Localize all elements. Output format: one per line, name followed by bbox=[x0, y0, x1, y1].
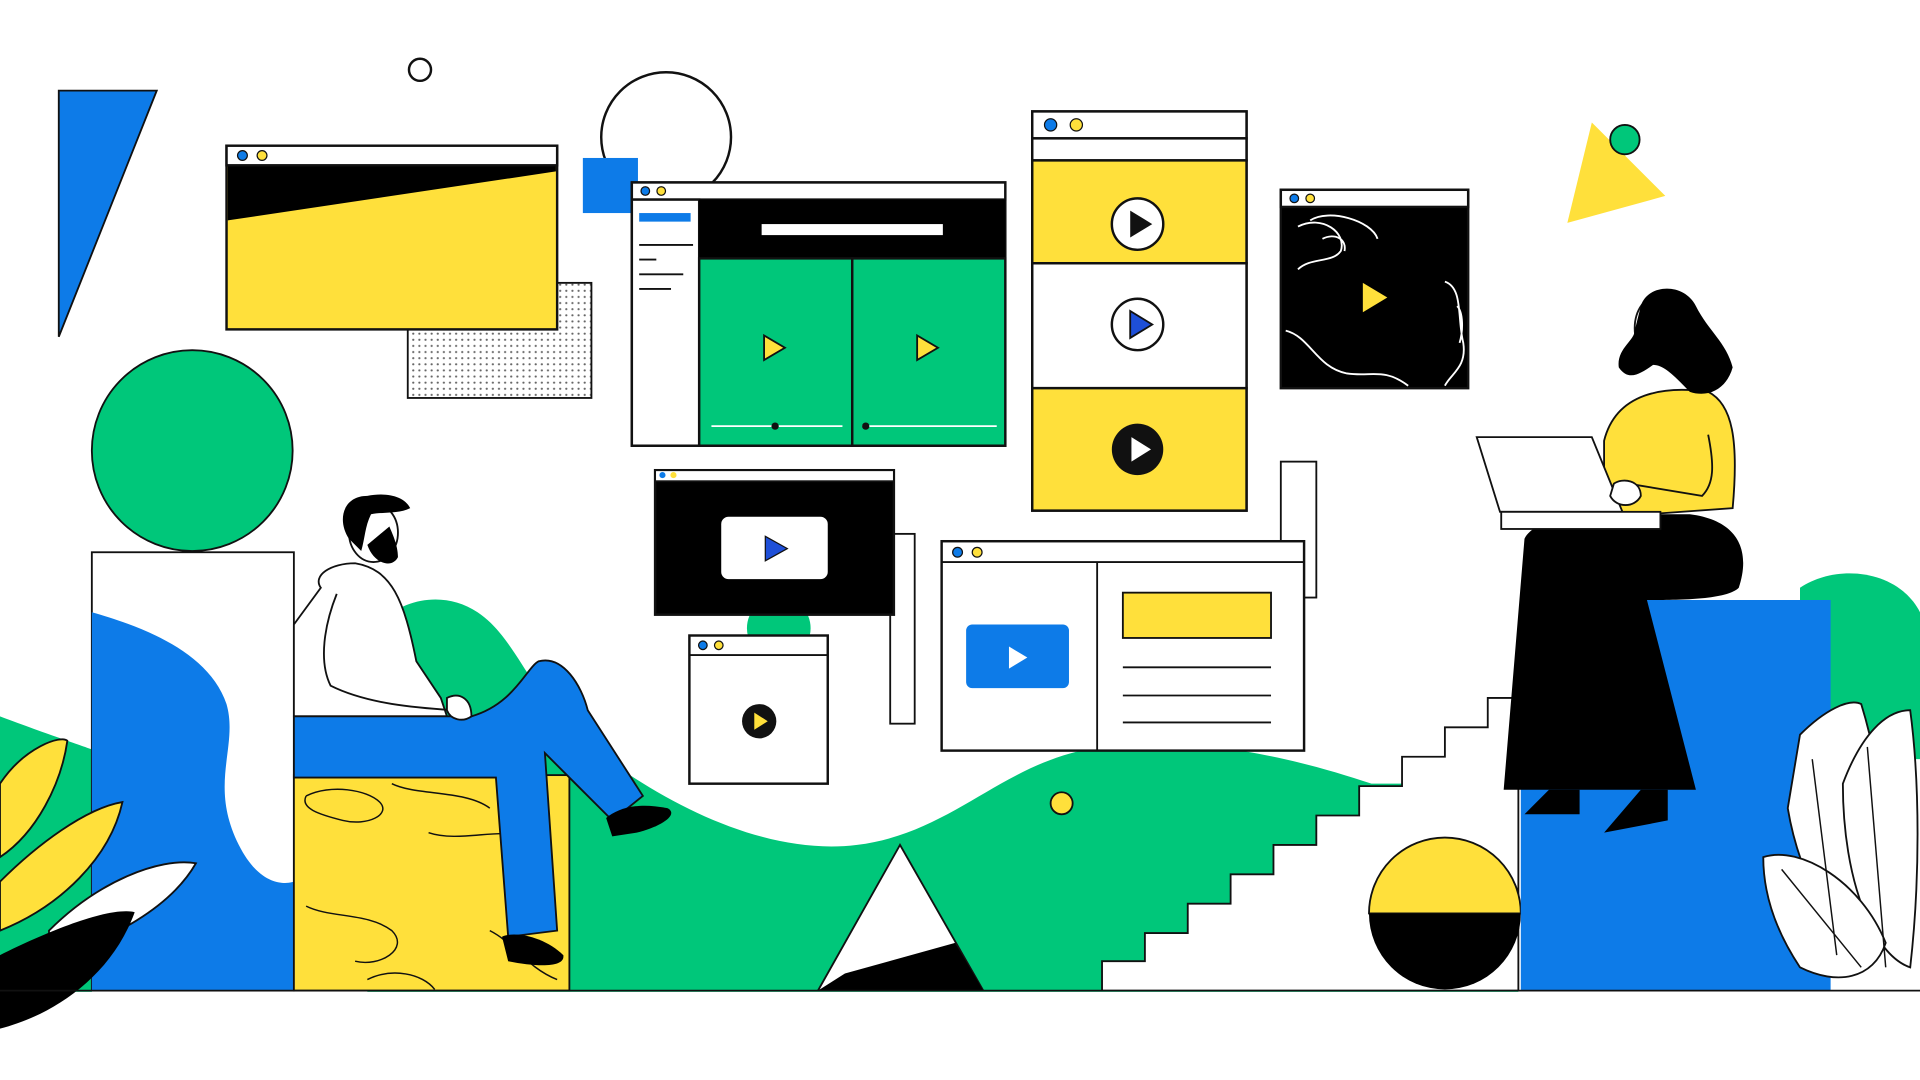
sidebar-bar-blue bbox=[639, 213, 691, 222]
play-button[interactable] bbox=[1110, 197, 1165, 252]
window-dot-icon bbox=[1043, 118, 1058, 132]
blue-triangle-shape bbox=[57, 89, 159, 338]
window-dot-icon bbox=[971, 546, 983, 558]
window-dot-icon bbox=[659, 472, 666, 479]
window-dot-icon bbox=[640, 186, 651, 196]
window-dot-icon bbox=[236, 150, 248, 162]
laptop-icon bbox=[1475, 436, 1662, 530]
leaf-icon bbox=[0, 738, 198, 1029]
play-button[interactable] bbox=[742, 704, 777, 739]
green-circle-shape bbox=[90, 349, 294, 552]
yellow-banner bbox=[1121, 591, 1272, 639]
play-icon bbox=[1129, 309, 1155, 340]
man-hand bbox=[446, 694, 473, 721]
window-dot-icon bbox=[1305, 193, 1316, 204]
play-icon bbox=[764, 535, 789, 562]
man-hair bbox=[342, 494, 411, 552]
woman-hair bbox=[1618, 288, 1733, 394]
play-button[interactable] bbox=[1110, 297, 1165, 352]
play-button[interactable] bbox=[966, 624, 1069, 689]
browser-window-5 bbox=[653, 468, 916, 725]
woman-hand bbox=[1609, 479, 1642, 507]
play-icon bbox=[1008, 646, 1028, 669]
man-character bbox=[292, 494, 672, 966]
man-beard bbox=[367, 526, 398, 564]
man-legs bbox=[292, 659, 645, 938]
browser-window-7 bbox=[940, 540, 1306, 752]
yellow-dot-small bbox=[1049, 791, 1074, 816]
woman-legs bbox=[1503, 514, 1744, 790]
leaf-icon bbox=[1762, 701, 1919, 979]
play-button[interactable] bbox=[721, 516, 828, 580]
woman-shoe bbox=[1524, 789, 1580, 815]
man-torso bbox=[292, 562, 449, 718]
man-shoe bbox=[606, 805, 672, 837]
man-arm bbox=[323, 593, 454, 712]
browser-window-1 bbox=[225, 144, 559, 331]
play-icon bbox=[1130, 210, 1153, 238]
woman-shoe bbox=[1604, 789, 1668, 833]
window-dot-icon bbox=[1289, 193, 1300, 204]
blue-square-shape bbox=[582, 157, 638, 214]
man-shoe bbox=[502, 934, 564, 966]
woman-character bbox=[1475, 288, 1744, 833]
window-dot-icon bbox=[1069, 118, 1084, 132]
small-circle-outline bbox=[407, 57, 433, 83]
play-icon bbox=[1131, 437, 1152, 462]
progress-handle[interactable] bbox=[771, 422, 779, 430]
play-icon bbox=[754, 712, 768, 730]
woman-torso bbox=[1603, 389, 1736, 516]
window-dot-icon bbox=[697, 640, 708, 651]
browser-window-6 bbox=[688, 634, 829, 785]
half-circle-shape bbox=[1368, 836, 1522, 990]
yellow-triangle-shape bbox=[1567, 122, 1666, 223]
browser-window-3 bbox=[1031, 110, 1248, 512]
play-icon[interactable] bbox=[916, 333, 940, 362]
green-dot-small bbox=[1609, 123, 1641, 156]
topo-lines bbox=[304, 783, 558, 990]
window-dot-icon bbox=[952, 546, 964, 558]
browser-window-4 bbox=[1279, 188, 1470, 390]
topo-lines bbox=[1285, 214, 1465, 387]
progress-handle[interactable] bbox=[862, 422, 870, 430]
window-dot-icon bbox=[656, 186, 667, 196]
woman-arm bbox=[1628, 434, 1714, 497]
play-icon[interactable] bbox=[1362, 282, 1388, 313]
play-icon[interactable] bbox=[763, 333, 787, 362]
black-wedge bbox=[227, 166, 556, 221]
window-dot-icon bbox=[256, 150, 268, 162]
title-bar-white bbox=[761, 224, 943, 236]
browser-window-2 bbox=[630, 181, 1007, 447]
window-dot-icon bbox=[670, 472, 677, 479]
play-button[interactable] bbox=[1111, 423, 1164, 476]
window-dot-icon bbox=[713, 640, 724, 651]
